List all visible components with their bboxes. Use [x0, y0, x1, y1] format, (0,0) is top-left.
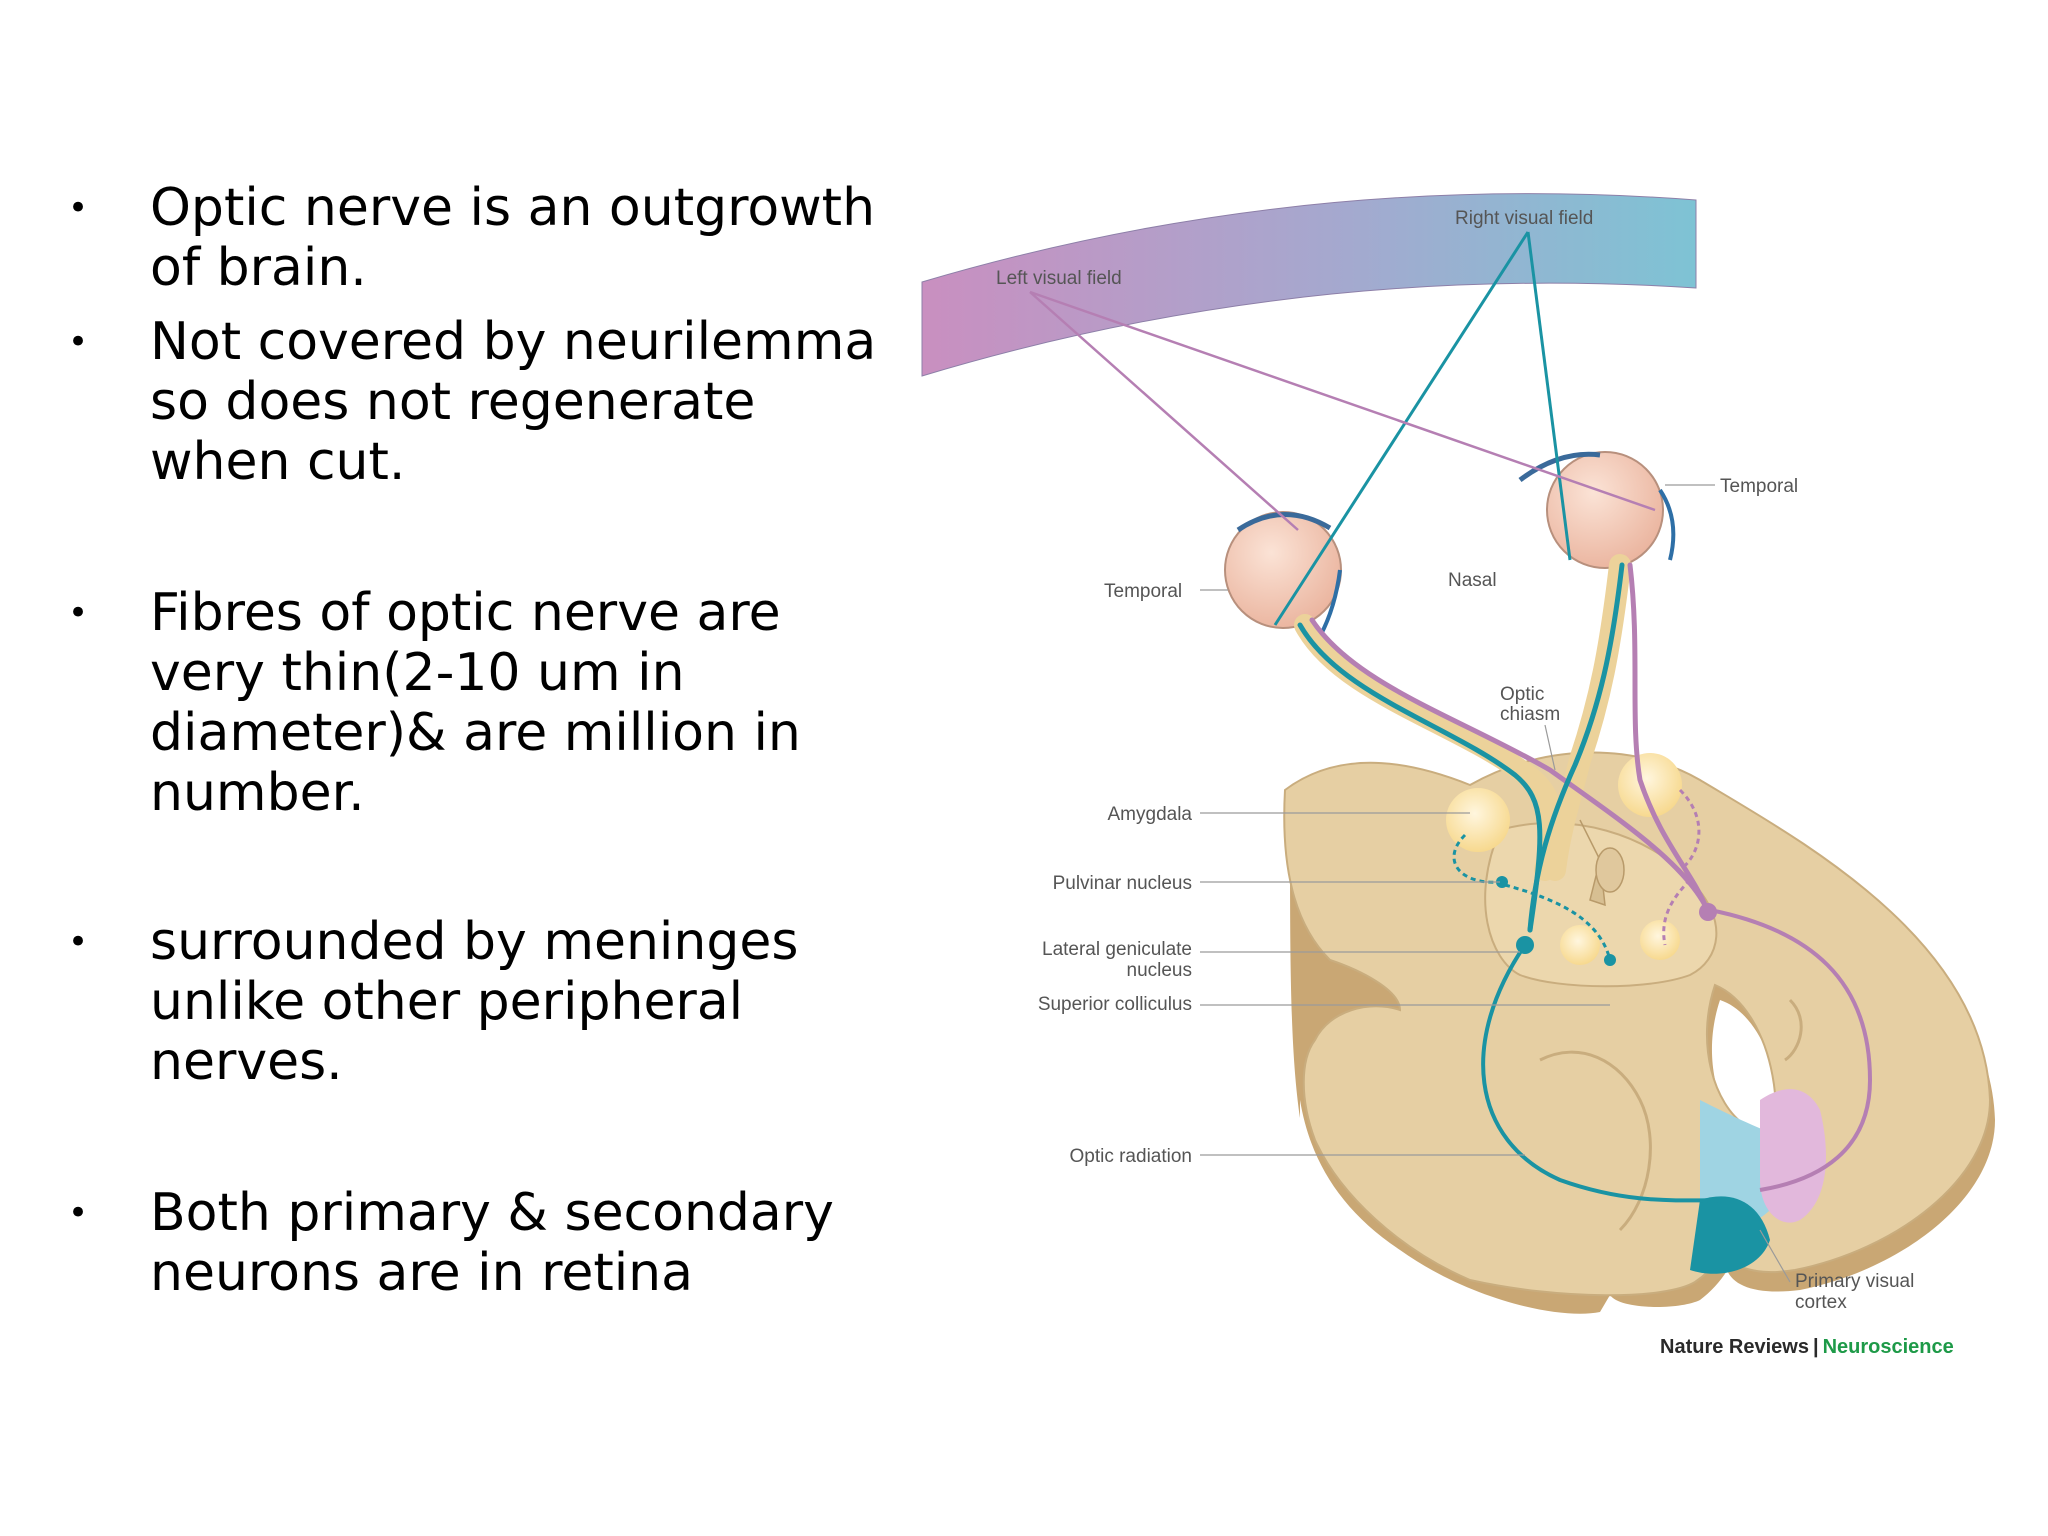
bullet-line: when cut. [150, 432, 406, 492]
lgn-nucleus [1560, 925, 1600, 965]
amygdala-nucleus-right [1618, 753, 1682, 817]
leader-lines [1200, 484, 1791, 1283]
primary-visual-cortex-right-dark [1690, 1196, 1770, 1274]
bullet-dot: • [68, 188, 89, 228]
bullet-line: diameter)& are million in [150, 703, 801, 763]
label-primary-visual-cortex-2: cortex [1795, 1292, 1847, 1313]
bullet-text: Optic nerve is an outgrowth of brain. [150, 178, 875, 298]
credit-brand: Nature Reviews [1660, 1336, 1809, 1358]
label-optic-radiation: Optic radiation [1069, 1146, 1192, 1167]
credit-journal: Neuroscience [1822, 1336, 1954, 1358]
label-pulvinar: Pulvinar nucleus [1053, 873, 1192, 894]
lgn-nucleus [1640, 920, 1680, 960]
bullet-line: of brain. [150, 238, 367, 298]
brain-sulcus [1784, 998, 1803, 1062]
label-temporal-right: Temporal [1720, 476, 1798, 497]
label-optic-chiasm-2: chiasm [1500, 704, 1560, 725]
bullet-text: Fibres of optic nerve are very thin(2-10… [150, 583, 801, 823]
bullet-line: number. [150, 763, 365, 823]
credit-separator: | [1812, 1336, 1819, 1358]
bullet-line: Both primary & secondary [150, 1183, 834, 1243]
label-optic-chiasm-1: Optic [1500, 684, 1544, 705]
pulvinar-synapse [1496, 876, 1508, 888]
label-temporal-left: Temporal [1104, 581, 1182, 602]
bullet-text: surrounded by meninges unlike other peri… [150, 912, 798, 1092]
label-right-visual-field: Right visual field [1455, 208, 1593, 229]
colliculus-synapse [1604, 954, 1616, 966]
bullet-dot: • [68, 1193, 89, 1233]
bullet-dot: • [68, 922, 89, 962]
left-eye [1224, 511, 1342, 641]
bullet-line: nerves. [150, 1032, 343, 1092]
label-lgn-1: Lateral geniculate [1042, 939, 1192, 960]
lgn-synapse-right [1516, 936, 1534, 954]
bullet-line: Optic nerve is an outgrowth [150, 178, 876, 238]
figure-credit: Nature Reviews|Neuroscience [1660, 1336, 1954, 1359]
collateral-pathway [1662, 878, 1692, 946]
label-nasal: Nasal [1448, 570, 1497, 591]
bullet-text: Both primary & secondary neurons are in … [150, 1183, 834, 1303]
optic-nerve-bundle [1294, 554, 1708, 933]
bullet-line: unlike other peripheral [150, 972, 744, 1032]
right-eye [1518, 451, 1676, 569]
bullet-line: surrounded by meninges [150, 912, 799, 972]
amygdala-nucleus [1446, 788, 1510, 852]
lgn-synapse-left [1699, 903, 1717, 921]
bullet-line: so does not regenerate [150, 372, 756, 432]
label-superior-colliculus: Superior colliculus [1038, 994, 1192, 1015]
right-field-rays [1273, 231, 1572, 626]
bullet-line: Not covered by neurilemma [150, 312, 877, 372]
label-left-visual-field: Left visual field [996, 268, 1122, 289]
label-primary-visual-cortex-1: Primary visual [1795, 1271, 1914, 1292]
bullet-line: Fibres of optic nerve are [150, 583, 781, 643]
collateral-pathway [1452, 833, 1501, 884]
bullet-line: neurons are in retina [150, 1243, 693, 1303]
label-lgn-2: nucleus [1127, 960, 1193, 981]
midbrain-detail [1595, 847, 1625, 893]
bullet-dot: • [68, 322, 89, 362]
collateral-pathway [1504, 883, 1612, 961]
bullet-dot: • [68, 593, 89, 633]
primary-visual-cortex-left [1760, 1089, 1826, 1223]
label-amygdala: Amygdala [1108, 804, 1193, 825]
bullet-line: very thin(2-10 um in [150, 643, 685, 703]
bullet-text: Not covered by neurilemma so does not re… [150, 312, 876, 492]
left-field-rays [1029, 290, 1656, 531]
optic-radiation-left [1709, 908, 1873, 1192]
visual-field-arc [921, 193, 1697, 377]
visual-pathway-diagram: Right visual field Left visual field Tem… [921, 193, 1995, 1314]
optic-radiation-right [1481, 943, 1731, 1203]
collateral-pathway [1678, 788, 1701, 872]
